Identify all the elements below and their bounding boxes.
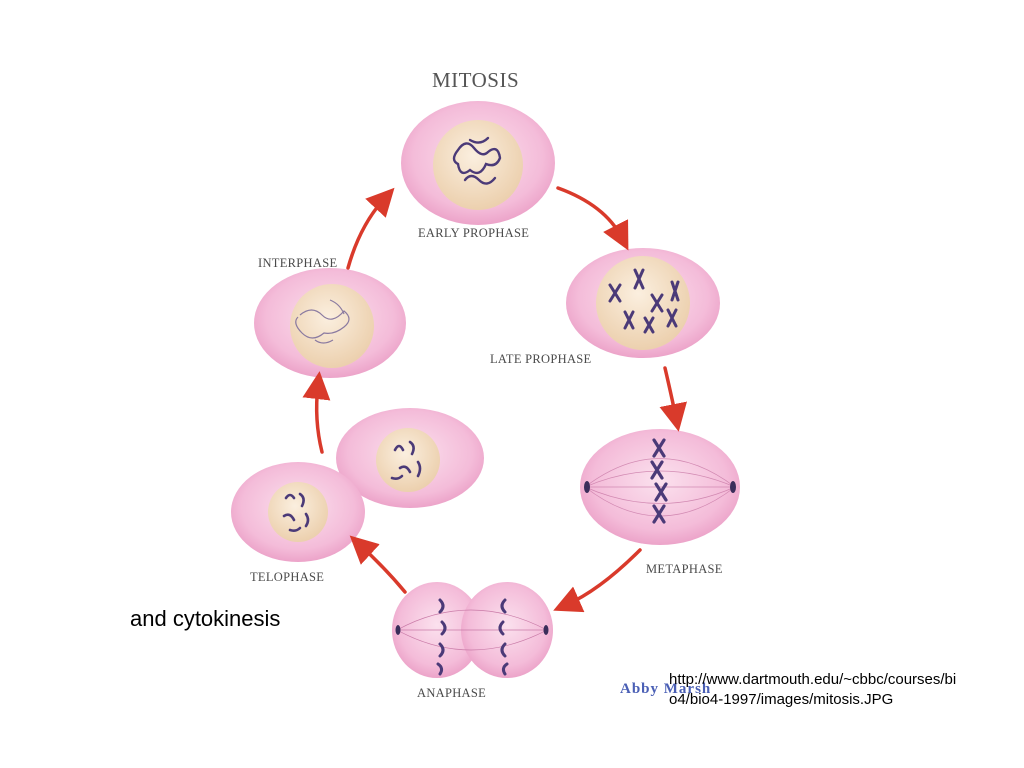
telophase-cells (231, 408, 484, 562)
anaphase-cell (392, 582, 553, 678)
arrow-telophase-to-interphase (302, 371, 331, 454)
label-late-prophase: LATE PROPHASE (490, 352, 592, 366)
arrow-interphase-to-early (346, 187, 395, 270)
label-metaphase: METAPHASE (646, 562, 723, 576)
early-prophase-cell (401, 101, 555, 225)
label-anaphase: ANAPHASE (417, 686, 487, 700)
source-url: http://www.dartmouth.edu/~cbbc/courses/b… (669, 671, 957, 708)
interphase-cell (254, 268, 406, 378)
arrow-anaphase-to-telophase (349, 535, 407, 594)
artist-signature: Abby Marsh (620, 681, 712, 697)
metaphase-cell (580, 429, 740, 545)
diagram-title: MITOSIS (432, 68, 520, 92)
arrow-late-to-metaphase (659, 366, 687, 432)
arrow-metaphase-to-anaphase (553, 548, 642, 613)
cycle-arrows (302, 186, 687, 613)
label-early-prophase: EARLY PROPHASE (418, 226, 530, 240)
label-interphase: INTERPHASE (258, 256, 338, 270)
cytokinesis-caption: and cytokinesis (130, 606, 281, 631)
label-telophase: TELOPHASE (250, 570, 325, 584)
late-prophase-cell (566, 248, 720, 358)
arrow-early-to-late (556, 186, 629, 251)
